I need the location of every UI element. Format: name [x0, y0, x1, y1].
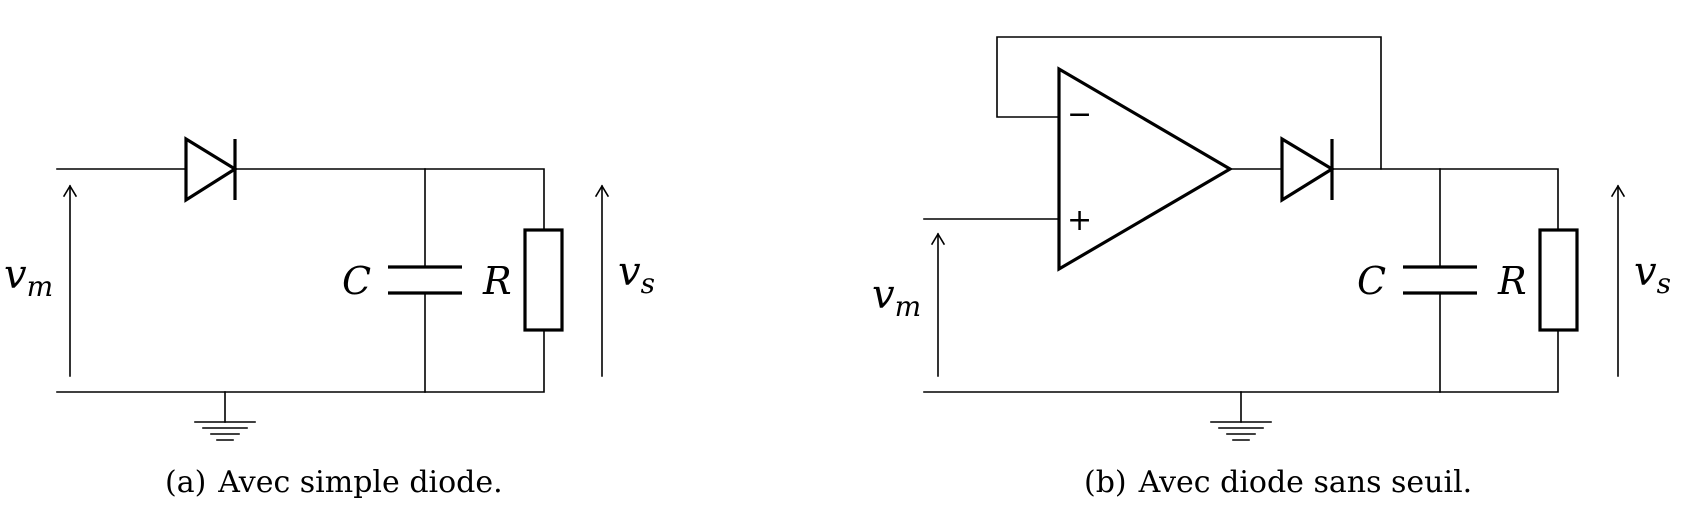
ground-symbol: [1210, 391, 1272, 441]
top-wire-right: [234, 168, 545, 231]
input-voltage-label: vm: [4, 252, 53, 303]
caption-a: (a)Avec simple diode.: [165, 465, 503, 500]
bottom-wire: [923, 329, 1559, 393]
output-voltage-label: vs: [1634, 249, 1671, 300]
capacitor: [1403, 265, 1477, 295]
input-voltage-arrow: [62, 184, 78, 377]
diode-triangle: [184, 136, 239, 203]
feedback-wire: [996, 36, 1382, 170]
resistor: [1538, 228, 1579, 332]
resistor-label: R: [482, 259, 512, 303]
output-voltage-label: vs: [618, 249, 655, 300]
diode: [1280, 136, 1336, 203]
capacitor-label: C: [1357, 259, 1386, 303]
output-voltage-arrow: [594, 184, 610, 377]
bottom-wire: [56, 329, 545, 393]
diode: [184, 136, 239, 203]
op-amp-minus-sign: −: [1067, 97, 1092, 132]
capacitor-label: C: [342, 259, 371, 303]
op-amp-triangle: [1057, 66, 1234, 272]
caption-b: (b)Avec diode sans seuil.: [1084, 465, 1472, 500]
ground-symbol: [194, 391, 256, 441]
op-amp: − +: [1057, 66, 1234, 272]
input-voltage-label: vm: [872, 272, 921, 323]
resistor-label: R: [1497, 259, 1527, 303]
resistor: [523, 228, 564, 332]
input-voltage-arrow: [930, 232, 946, 377]
output-voltage-arrow: [1610, 184, 1626, 377]
capacitor: [388, 265, 462, 295]
top-wire-right: [1331, 168, 1559, 231]
circuit-a: vm C R vs (a)Avec simple diode.: [4, 136, 655, 500]
circuit-b: − +: [872, 36, 1671, 500]
diode-triangle: [1280, 136, 1336, 203]
op-amp-plus-sign: +: [1067, 203, 1092, 238]
